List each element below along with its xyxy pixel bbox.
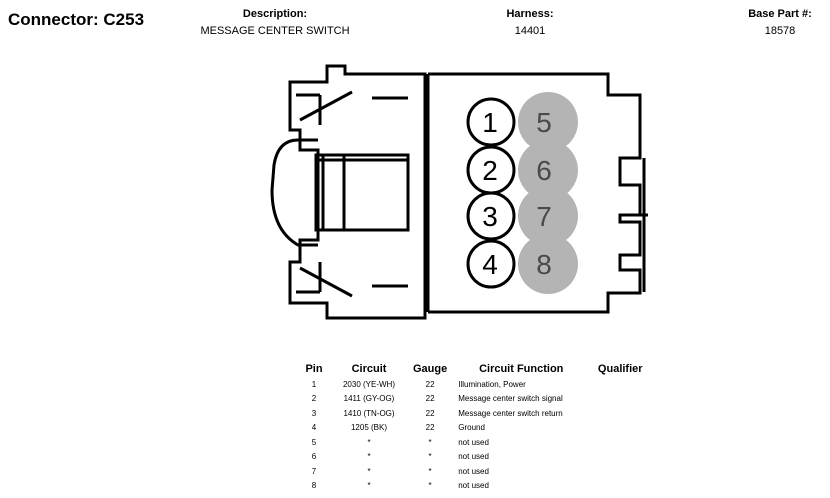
cell-qualifier <box>588 377 652 392</box>
cell-function: not used <box>458 481 489 491</box>
cell-qualifier <box>588 406 652 421</box>
header-pin: Pin <box>305 363 323 375</box>
cell-pin: 7 <box>311 466 317 476</box>
connector-title: Connector: C253 <box>8 10 145 29</box>
cell-gauge: 22 <box>425 423 435 433</box>
cell-function: Message center switch signal <box>458 394 563 404</box>
cell-gauge: 22 <box>425 408 435 418</box>
cell-pin: 5 <box>311 437 317 447</box>
cell-pin: 2 <box>311 394 317 404</box>
cell-qualifier <box>588 421 652 436</box>
header-gauge: Gauge <box>413 363 448 375</box>
pin-3-label: 3 <box>482 201 498 232</box>
cell-qualifier <box>588 435 652 450</box>
pin-7-label: 7 <box>536 201 552 232</box>
table-row: 1 2030 (YE-WH) 22 Illumination, Power <box>296 377 652 392</box>
table-row: 4 1205 (BK) 22 Ground <box>296 421 652 436</box>
table-row: 8 * * not used <box>296 479 652 494</box>
cell-pin: 1 <box>311 379 317 389</box>
cell-function: not used <box>458 466 489 476</box>
cell-qualifier <box>588 464 652 479</box>
pin-7: 7 <box>518 186 578 246</box>
cell-circuit: 1410 (TN-OG) <box>343 408 395 418</box>
header-circuit: Circuit <box>351 363 387 375</box>
cell-circuit: * <box>367 452 371 462</box>
cell-qualifier <box>588 479 652 494</box>
pin-8-label: 8 <box>536 249 552 280</box>
pin-1: 1 <box>466 97 516 147</box>
pin-table-container: Pin Circuit Gauge Circuit Function Quali… <box>296 361 652 493</box>
cell-qualifier <box>588 450 652 465</box>
cell-gauge: * <box>428 452 432 462</box>
header-qualifier: Qualifier <box>597 363 643 375</box>
cell-gauge: * <box>428 481 432 491</box>
pin-table-header: Pin Circuit Gauge Circuit Function Quali… <box>296 361 652 377</box>
cell-pin: 4 <box>311 423 317 433</box>
table-row: 6 * * not used <box>296 450 652 465</box>
pin-6-label: 6 <box>536 155 552 186</box>
description-value: MESSAGE CENTER SWITCH <box>200 25 350 37</box>
connector-housing <box>270 64 648 320</box>
table-row: 5 * * not used <box>296 435 652 450</box>
pin-8: 8 <box>518 234 578 294</box>
pin-4: 4 <box>466 239 516 289</box>
pin-4-label: 4 <box>482 249 498 280</box>
cell-circuit: * <box>367 466 371 476</box>
table-row: 3 1410 (TN-OG) 22 Message center switch … <box>296 406 652 421</box>
base-part-value: 18578 <box>764 25 796 37</box>
cell-gauge: * <box>428 466 432 476</box>
cell-circuit: 1411 (GY-OG) <box>343 394 395 404</box>
cell-circuit: * <box>367 437 371 447</box>
cell-qualifier <box>588 392 652 407</box>
cell-pin: 6 <box>311 452 317 462</box>
table-row: 7 * * not used <box>296 464 652 479</box>
pin-6: 6 <box>518 140 578 200</box>
base-part-label: Base Part #: <box>748 8 812 20</box>
harness-value: 14401 <box>514 25 546 37</box>
cell-circuit: * <box>367 481 371 491</box>
cell-circuit: 2030 (YE-WH) <box>342 379 395 389</box>
header-function: Circuit Function <box>479 363 564 375</box>
cell-function: Ground <box>458 423 485 433</box>
pin-table: Pin Circuit Gauge Circuit Function Quali… <box>296 361 652 493</box>
cell-circuit: 1205 (BK) <box>350 423 388 433</box>
cell-pin: 8 <box>311 481 317 491</box>
cell-pin: 3 <box>311 408 317 418</box>
description-label: Description: <box>242 8 308 20</box>
cell-function: not used <box>458 452 489 462</box>
cell-function: not used <box>458 437 489 447</box>
pin-table-body: 1 2030 (YE-WH) 22 Illumination, Power 2 … <box>296 377 652 493</box>
pin-5: 5 <box>518 92 578 152</box>
pin-3: 3 <box>466 191 516 241</box>
cell-function: Message center switch return <box>458 408 563 418</box>
pin-1-label: 1 <box>482 107 498 138</box>
pin-2-label: 2 <box>482 155 498 186</box>
table-row: 2 1411 (GY-OG) 22 Message center switch … <box>296 392 652 407</box>
cell-gauge: 22 <box>425 394 435 404</box>
cell-gauge: * <box>428 437 432 447</box>
cell-function: Illumination, Power <box>458 379 526 389</box>
harness-label: Harness: <box>506 8 554 20</box>
pin-2: 2 <box>466 145 516 195</box>
cell-gauge: 22 <box>425 379 435 389</box>
pin-5-label: 5 <box>536 107 552 138</box>
